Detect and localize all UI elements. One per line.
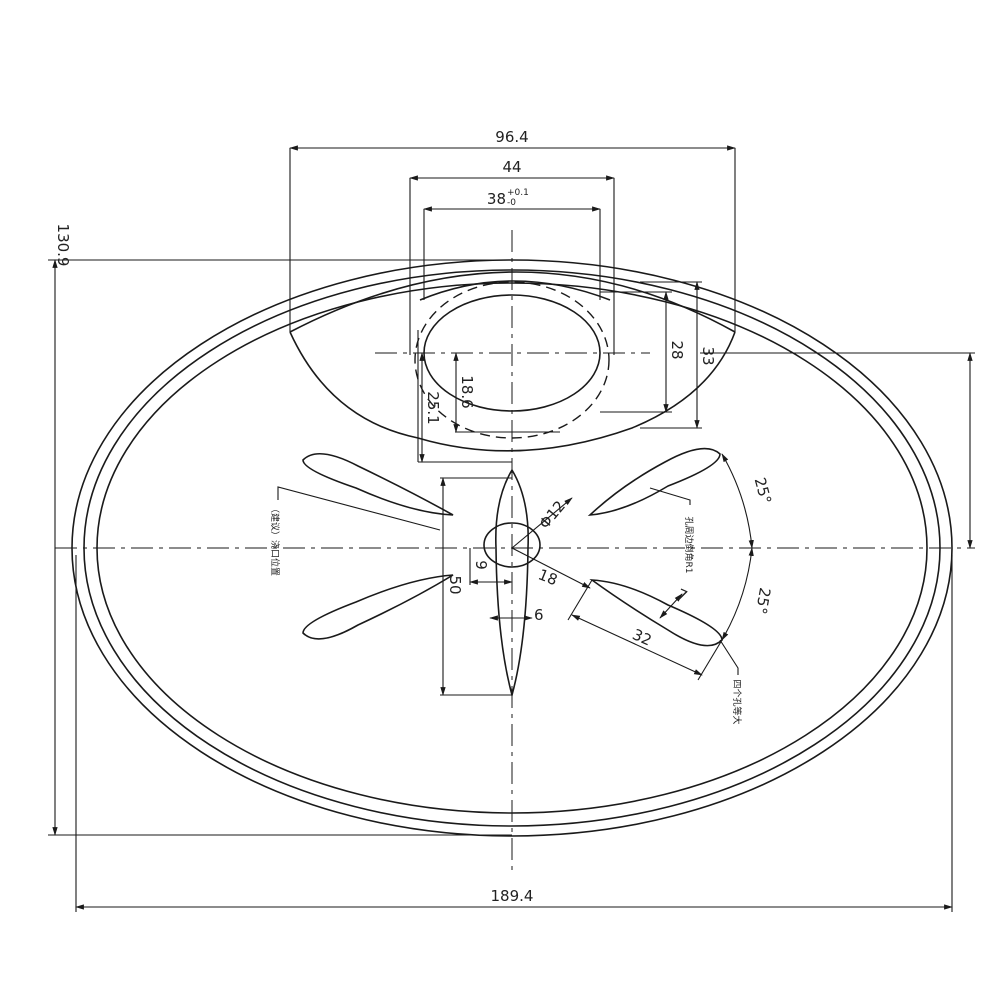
- dim-50: 50: [440, 477, 512, 696]
- dim-96-4: 96.4: [289, 128, 736, 332]
- dim-44-text: 44: [502, 158, 521, 176]
- dim-28-text: 28: [668, 340, 686, 359]
- dim-7-text: 7: [674, 585, 690, 605]
- dim-6-text: 6: [534, 606, 544, 624]
- slot-upper-right: [587, 447, 721, 516]
- note-pour-position-text: （建议）浇口位置: [269, 504, 281, 576]
- dim-189-4: 189.4: [75, 555, 953, 912]
- dim-96-4-text: 96.4: [495, 128, 528, 146]
- dim-130-9: 130.9: [48, 224, 512, 836]
- dim-32: 32: [567, 579, 723, 681]
- dim-28: 28: [600, 291, 686, 413]
- dim-18-6: 18.6: [453, 352, 560, 433]
- dim-25-1: 25.1: [417, 330, 512, 463]
- note-slot-count-text: 四个孔等大: [731, 679, 743, 724]
- dim-33-text: 33: [699, 346, 717, 365]
- dim-18: 18: [511, 547, 591, 589]
- dim-phi-12-text: Φ12: [535, 497, 569, 532]
- dim-50-text: 50: [446, 575, 464, 594]
- dim-32-text: 32: [630, 625, 655, 649]
- note-slot-edge-text: 孔周边倒角R1: [683, 517, 695, 574]
- dim-189-4-text: 189.4: [491, 887, 534, 905]
- dim-phi-12: Φ12: [511, 497, 573, 549]
- angle-lower-text: 25°: [752, 586, 774, 615]
- dim-angles: 25° 25°: [721, 453, 775, 641]
- center-hole: [483, 522, 541, 568]
- note-pour-position: （建议）浇口位置: [269, 486, 441, 576]
- angle-upper-text: 25°: [751, 476, 775, 506]
- dim-9-text: 9: [472, 560, 490, 570]
- dim-18-text: 18: [536, 565, 560, 589]
- dim-38-tol-upper: +0.1: [507, 188, 529, 198]
- dim-right-extent: [700, 352, 975, 549]
- slot-lower-right: [589, 579, 723, 647]
- note-slot-edge: 孔周边倒角R1: [649, 487, 695, 574]
- dim-38: 38 +0.1 -0: [423, 188, 601, 300]
- note-slot-count: 四个孔等大: [719, 639, 743, 725]
- dim-130-9-text: 130.9: [54, 224, 72, 267]
- slot-lower-left: [302, 574, 454, 640]
- dim-38-tol-lower: -0: [507, 198, 516, 208]
- dim-25-1-text: 25.1: [424, 391, 442, 424]
- slot-upper-left: [302, 453, 454, 516]
- dim-18-6-text: 18.6: [458, 375, 476, 408]
- dim-33: 33: [640, 281, 717, 429]
- dim-44: 44: [409, 158, 615, 355]
- dim-6: 6: [489, 606, 544, 624]
- dim-38-text: 38: [487, 190, 506, 208]
- dim-9: 9: [469, 548, 513, 585]
